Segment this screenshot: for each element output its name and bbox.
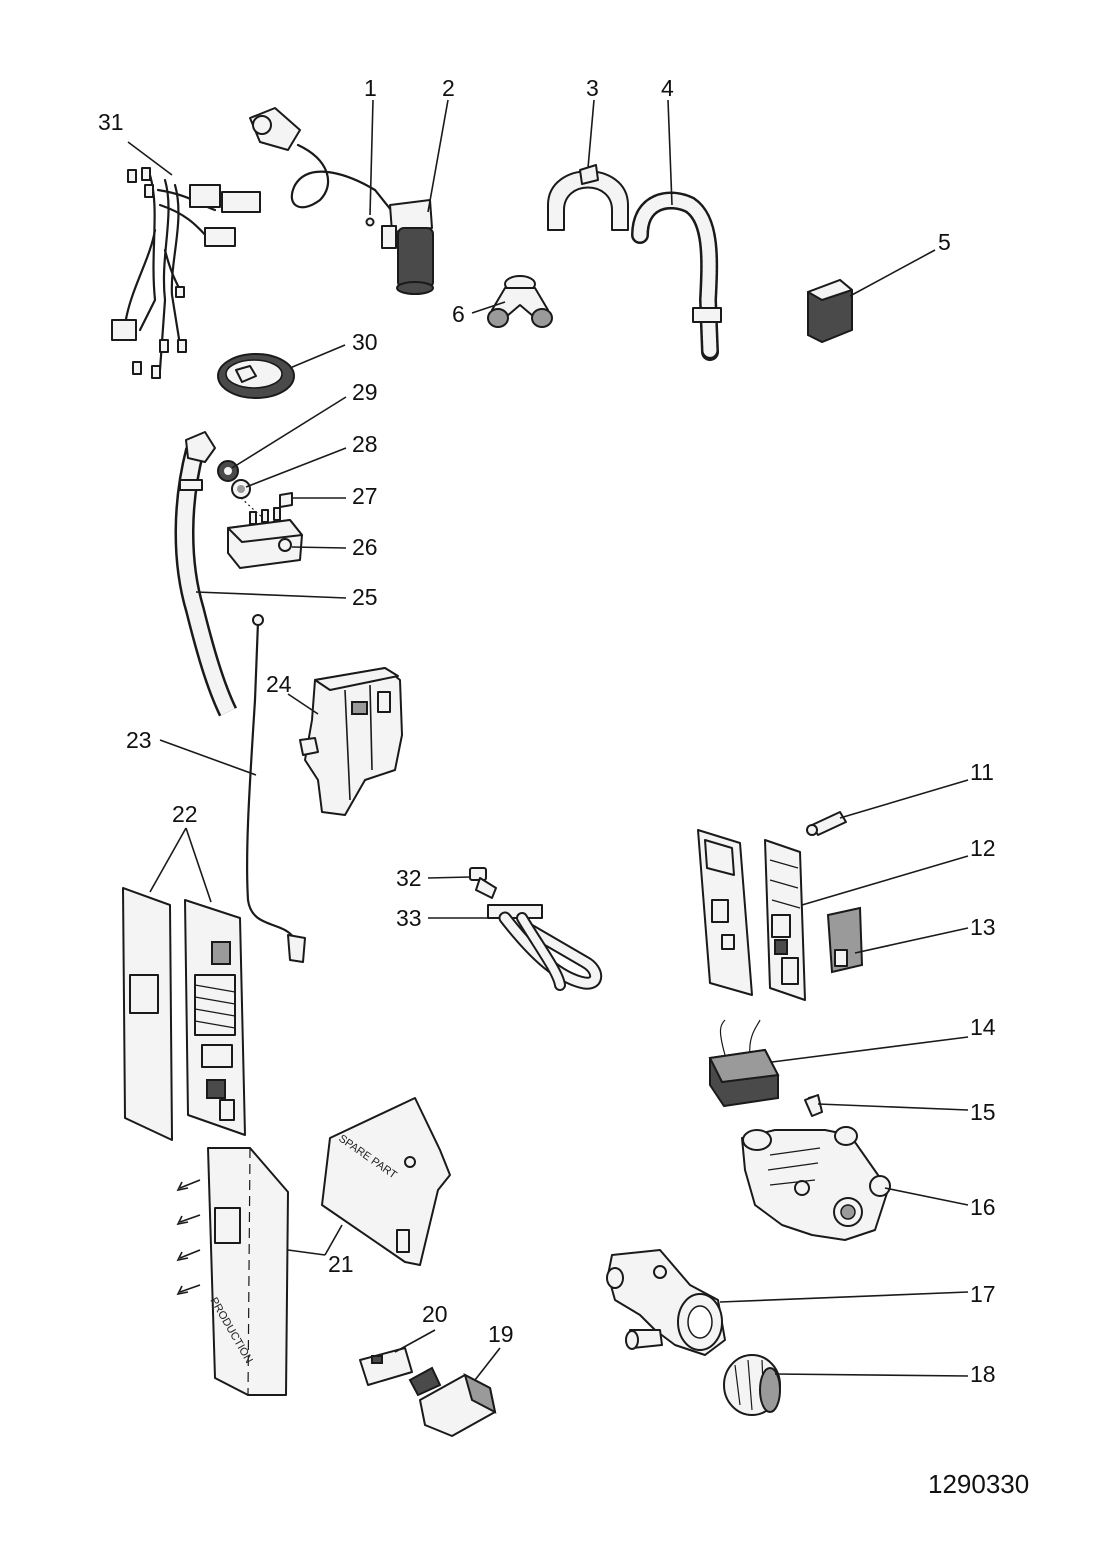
callout-12: 12 xyxy=(970,835,996,861)
callout-22: 22 xyxy=(172,801,198,827)
callout-26: 26 xyxy=(352,534,378,560)
temperature-sensor-cable xyxy=(245,614,306,963)
callout-18: 18 xyxy=(970,1361,996,1387)
callout-19: 19 xyxy=(488,1321,514,1347)
y-connector xyxy=(487,275,553,328)
callout-23: 23 xyxy=(126,727,152,753)
transformer-part xyxy=(708,1019,780,1108)
callout-11: 11 xyxy=(970,759,994,785)
bracket-part xyxy=(826,906,864,974)
callout-17: 17 xyxy=(970,1281,996,1307)
callout-6: 6 xyxy=(452,301,465,327)
callout-21: 21 xyxy=(328,1251,354,1277)
callout-2: 2 xyxy=(442,75,455,101)
heating-element xyxy=(469,867,603,991)
callout-32: 32 xyxy=(396,865,422,891)
connector-assembly xyxy=(359,1347,497,1437)
callout-13: 13 xyxy=(970,914,996,940)
callout-1: 1 xyxy=(364,75,377,101)
callout-30: 30 xyxy=(352,329,378,355)
callout-27: 27 xyxy=(352,483,378,509)
capacitor-box xyxy=(807,278,853,344)
callout-25: 25 xyxy=(352,584,378,610)
callout-33: 33 xyxy=(396,905,422,931)
callout-14: 14 xyxy=(970,1014,996,1040)
callout-20: 20 xyxy=(422,1301,448,1327)
hose-hook xyxy=(547,164,629,231)
door-interlock xyxy=(299,667,403,816)
callout-16: 16 xyxy=(970,1194,996,1220)
leader-lines xyxy=(127,99,969,1381)
callout-5: 5 xyxy=(938,229,951,255)
screw-part xyxy=(804,1094,823,1117)
callout-4: 4 xyxy=(661,75,674,101)
spare-part-panel: SPARE PART xyxy=(321,1097,451,1266)
pin-part xyxy=(806,811,847,836)
door-grommet xyxy=(217,353,295,399)
pressure-switch-group xyxy=(217,460,303,569)
callout-28: 28 xyxy=(352,431,378,457)
production-panel: PRODUCTION xyxy=(176,1147,289,1396)
pump-filter xyxy=(723,1354,781,1416)
electronic-board-main xyxy=(122,887,246,1141)
callout-29: 29 xyxy=(352,379,378,405)
power-cord-and-filter xyxy=(249,107,434,295)
motor-part xyxy=(741,1126,891,1241)
callout-3: 3 xyxy=(586,75,599,101)
pressure-hose xyxy=(174,431,238,717)
wiring-harness xyxy=(111,167,261,379)
callout-15: 15 xyxy=(970,1099,996,1125)
callout-24: 24 xyxy=(266,671,292,697)
drawing-reference-number: 1290330 xyxy=(928,1469,1029,1499)
drain-hose xyxy=(631,191,722,361)
callout-31: 31 xyxy=(98,109,124,135)
display-board xyxy=(697,829,806,1001)
callout-labels: 1 2 3 4 5 6 11 12 13 14 15 16 17 18 19 2… xyxy=(98,75,996,1387)
drain-pump xyxy=(606,1249,726,1356)
